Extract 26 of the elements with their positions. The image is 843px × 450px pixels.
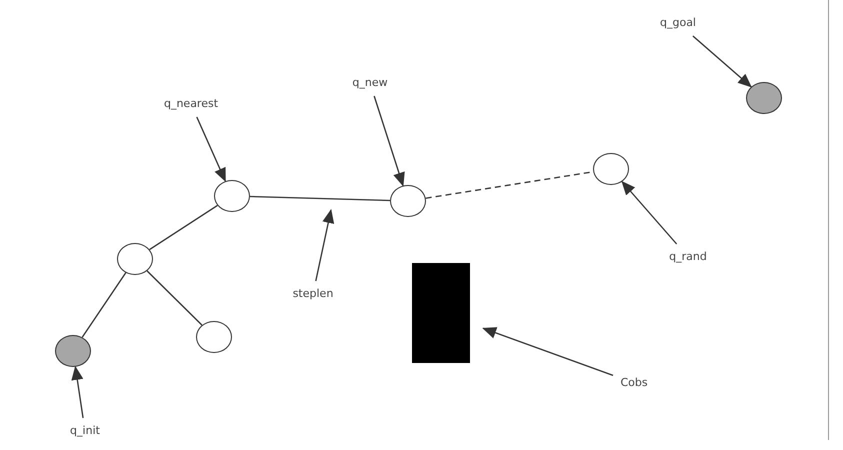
node-label: steplen: [292, 287, 334, 301]
node-circle: [55, 335, 91, 367]
node-label: q_new: [352, 76, 388, 90]
node-circle: [196, 321, 232, 353]
node-label: q_init: [70, 424, 100, 438]
node-circle: [390, 185, 426, 217]
leader-arrow: [482, 327, 614, 376]
leader-arrow: [374, 96, 405, 187]
leader-arrow: [71, 366, 84, 418]
node-label: q_rand: [669, 250, 707, 264]
connector-line: [146, 270, 202, 326]
node-label: q_goal: [660, 16, 696, 30]
node-label: q_nearest: [164, 97, 218, 111]
node-circle: [593, 153, 629, 185]
node-circle: [117, 243, 153, 275]
connector-line: [149, 204, 218, 250]
leader-arrow: [196, 116, 226, 182]
node-circle: [746, 82, 782, 114]
node-label: Cobs: [620, 376, 648, 390]
obstacle-block: [412, 263, 470, 363]
node-circle: [214, 180, 250, 212]
leader-arrow: [315, 209, 334, 282]
leader-arrow: [621, 180, 678, 244]
connector-line: [250, 196, 390, 202]
leader-arrow: [692, 36, 752, 88]
connector-line: [82, 272, 126, 338]
